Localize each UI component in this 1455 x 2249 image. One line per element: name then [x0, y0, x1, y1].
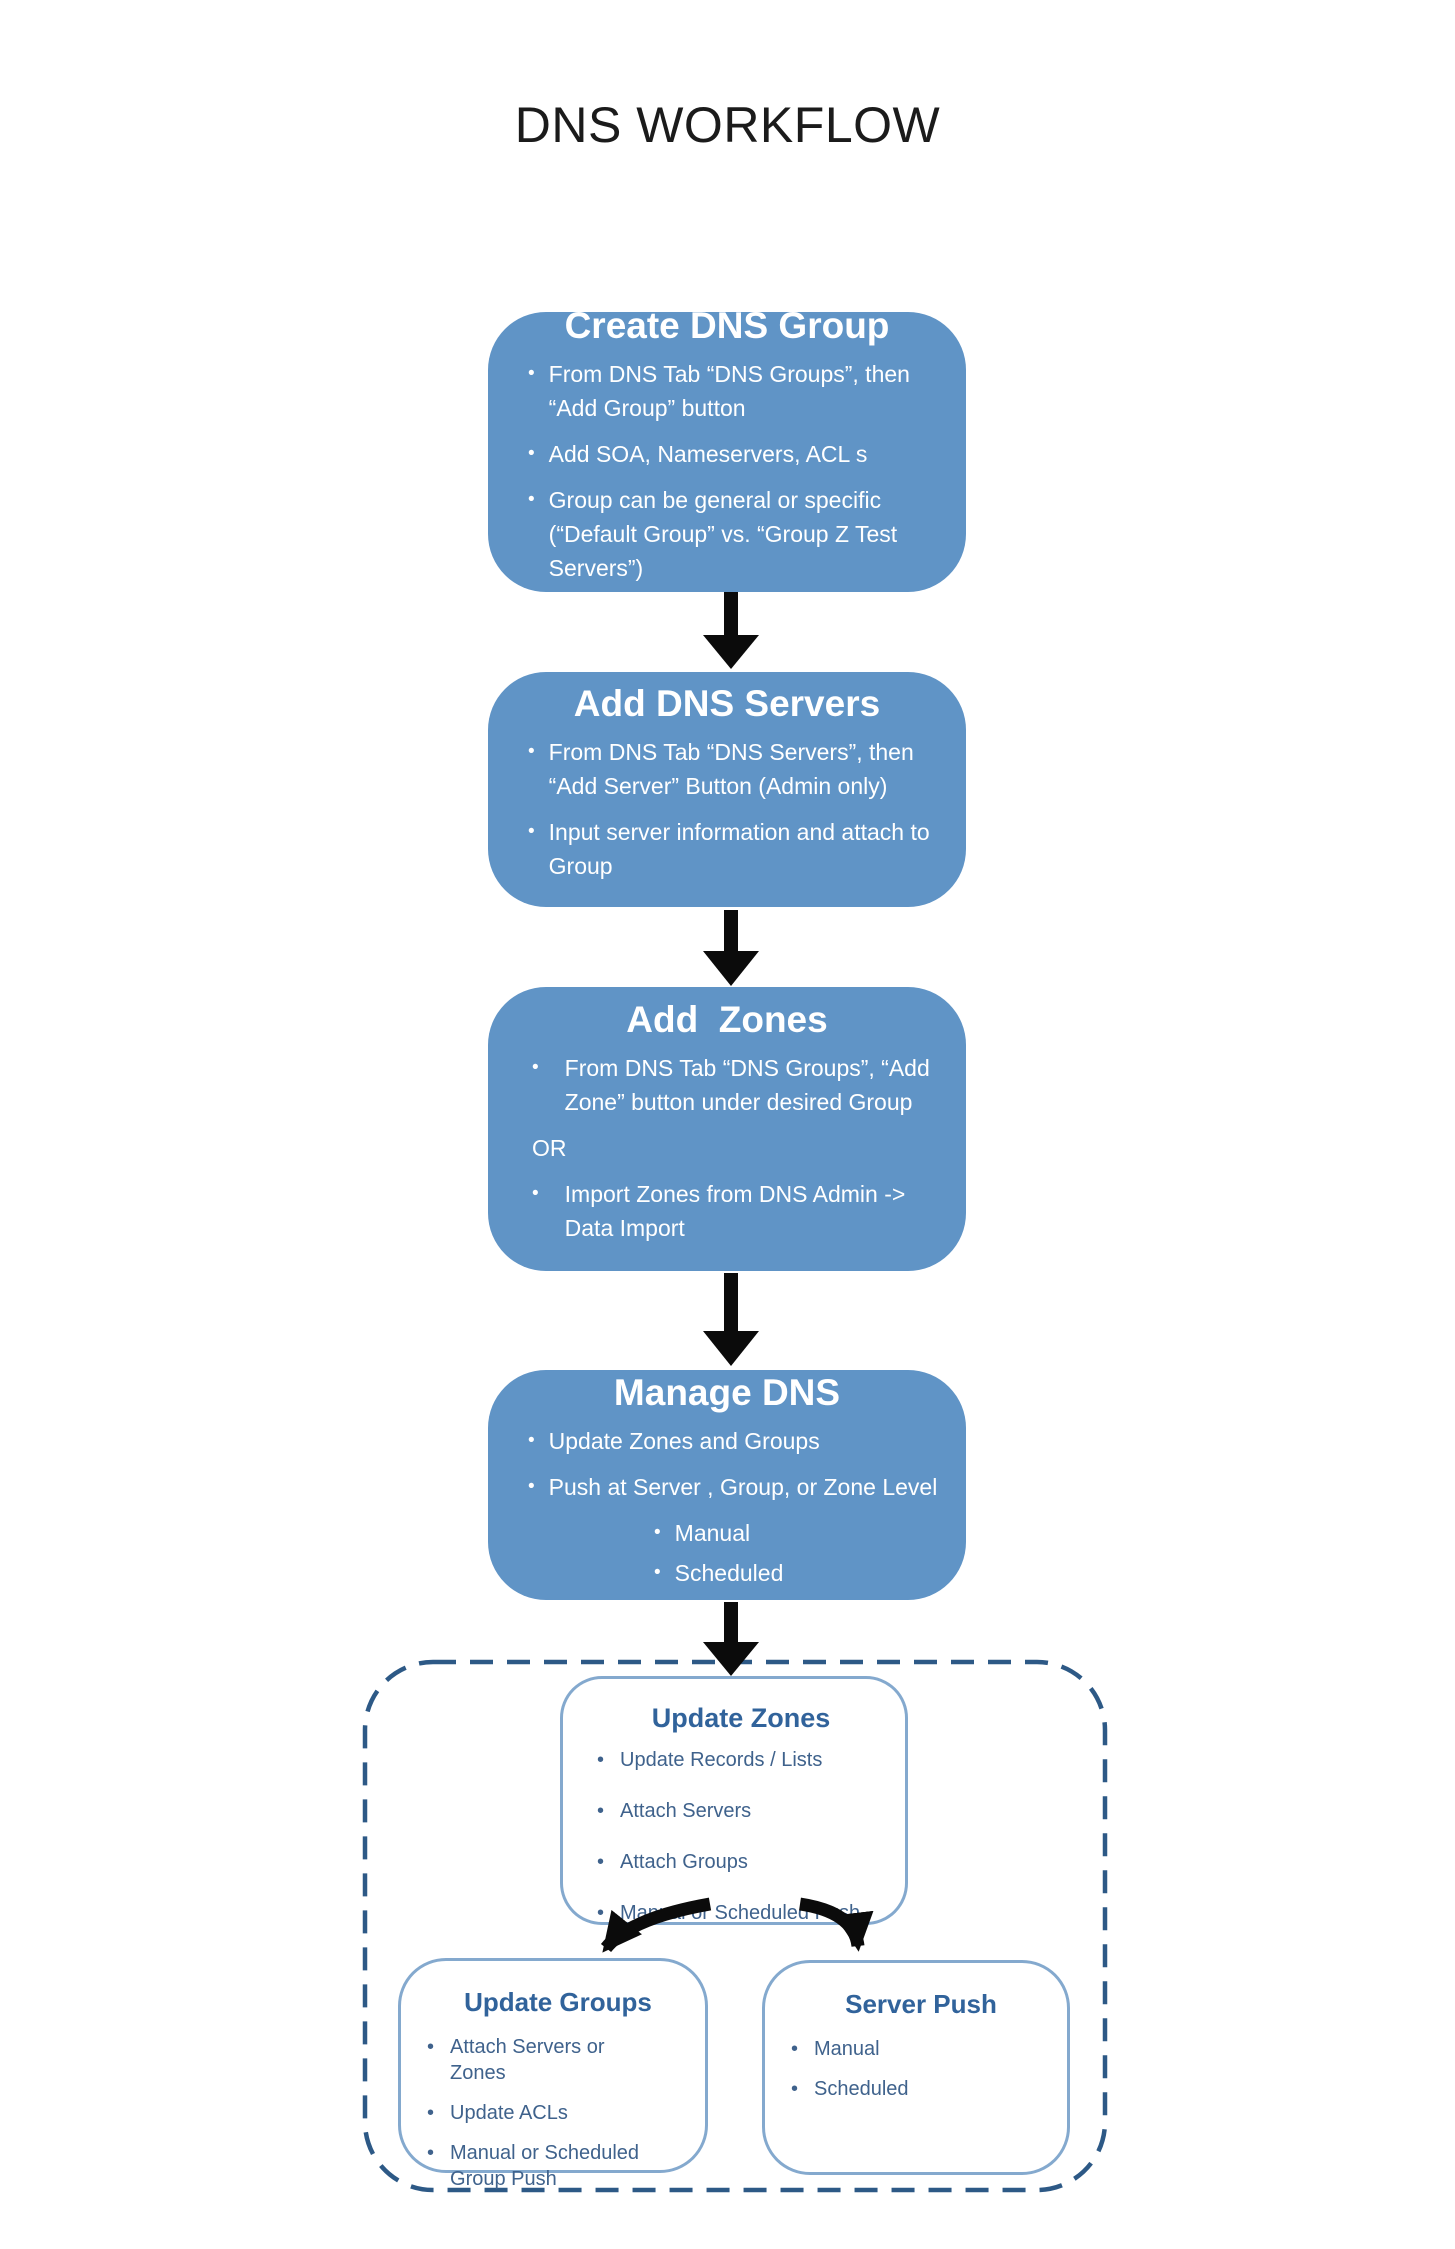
bullet-item: • Update ACLs: [427, 2100, 689, 2126]
bullet-item: • From DNS Tab “DNS Groups”, “Add Zone” …: [532, 1051, 944, 1119]
detail-box-title: Update Groups: [464, 1987, 652, 2017]
bullet-dot-icon: •: [427, 2102, 435, 2124]
flow-step-bullets: • Update Zones and Groups • Push at Serv…: [506, 1424, 948, 1596]
bullet-text: From DNS Tab “DNS Servers”, then “Add Se…: [548, 738, 914, 799]
bullet-text: Attach Servers: [620, 1800, 752, 1822]
bullet-dot-icon: •: [427, 2142, 435, 2164]
bullet-dot-icon: •: [528, 1430, 535, 1451]
detail-box-title: Update Zones: [651, 1703, 831, 1733]
down-arrow-icon-3: [703, 1273, 759, 1366]
sub-bullet-item: • Scheduled: [654, 1556, 944, 1590]
bullet-dot-icon: •: [654, 1562, 661, 1583]
bullet-item: • Import Zones from DNS Admin -> Data Im…: [532, 1177, 944, 1245]
flow-step-title: Manage DNS: [613, 1372, 841, 1413]
bullet-text: Import Zones from DNS Admin -> Data Impo…: [564, 1181, 906, 1241]
bullet-text: From DNS Tab “DNS Groups”, then “Add Gro…: [548, 361, 910, 421]
detail-box-update-zones: Update Zones • Update Records / Lists • …: [560, 1676, 908, 1925]
bullet-text: Group can be general or specific (“Defau…: [548, 487, 898, 581]
flow-step-bullets: • From DNS Tab “DNS Groups”, then “Add G…: [506, 357, 948, 597]
bullet-dot-icon: •: [528, 363, 535, 384]
bullet-item: • Manual or Scheduled Group Push: [427, 2140, 689, 2192]
bullet-item: • Push at Server , Group, or Zone Level: [528, 1470, 944, 1504]
bullet-item: • Manual: [791, 2036, 1051, 2062]
bullet-dot-icon: •: [597, 1800, 605, 1822]
flow-step-title: Add Zones: [626, 999, 828, 1040]
bullet-text: Update ACLs: [450, 2102, 568, 2124]
bullet-dot-icon: •: [528, 1476, 535, 1497]
bullet-text: Input server information and attach to G…: [548, 818, 930, 879]
bullet-dot-icon: •: [528, 489, 535, 510]
bullet-text: Attach Groups: [620, 1851, 748, 1873]
flow-step-add-zones: Add Zones • From DNS Tab “DNS Groups”, “…: [488, 987, 966, 1271]
bullet-item: • Group can be general or specific (“Def…: [528, 483, 944, 585]
bullet-dot-icon: •: [532, 1057, 539, 1078]
bullet-item: • Update Records / Lists: [597, 1748, 885, 1773]
bullet-item: • Input server information and attach to…: [528, 815, 944, 883]
flow-step-add-dns-servers: Add DNS Servers • From DNS Tab “DNS Serv…: [488, 672, 966, 907]
flow-step-bullets: • From DNS Tab “DNS Groups”, “Add Zone” …: [506, 1051, 948, 1257]
detail-box-title: Server Push: [845, 1989, 997, 2019]
bullet-text: From DNS Tab “DNS Groups”, “Add Zone” bu…: [564, 1055, 930, 1115]
detail-box-update-groups: Update Groups • Attach Servers or Zones …: [398, 1958, 708, 2190]
down-arrow-icon-1: [703, 592, 759, 669]
bullet-dot-icon: •: [791, 2078, 799, 2100]
bullet-text: Manual or Scheduled Group Push: [450, 2142, 640, 2190]
bullet-item: • Attach Groups: [597, 1850, 885, 1875]
bullet-item: • Add SOA, Nameservers, ACL s: [528, 437, 944, 471]
flow-step-title: Create DNS Group: [564, 305, 890, 346]
bullet-item: • Attach Servers or Zones: [427, 2034, 689, 2086]
bullet-dot-icon: •: [532, 1183, 539, 1204]
bullet-dot-icon: •: [597, 1902, 605, 1924]
bullet-text: Manual: [674, 1520, 751, 1546]
bullet-text: Manual or Scheduled Push: [620, 1902, 861, 1924]
bullet-text: Update Zones and Groups: [548, 1428, 820, 1454]
bullet-item: • Scheduled: [791, 2076, 1051, 2102]
bullet-dot-icon: •: [528, 443, 535, 464]
bullet-item: • Attach Servers: [597, 1799, 885, 1824]
bullet-dot-icon: •: [528, 740, 535, 762]
bullet-item: • Manual or Scheduled Push: [597, 1901, 885, 1926]
bullet-dot-icon: •: [654, 1522, 661, 1543]
bullet-dot-icon: •: [597, 1851, 605, 1873]
flow-step-manage-dns: Manage DNS • Update Zones and Groups • P…: [488, 1370, 966, 1600]
sub-bullet-item: • Manual: [654, 1516, 944, 1550]
flow-step-title: Add DNS Servers: [573, 682, 881, 724]
bullet-dot-icon: •: [528, 820, 535, 842]
detail-box-server-push: Server Push • Manual • Scheduled: [762, 1960, 1070, 2175]
bullet-text: Update Records / Lists: [620, 1749, 823, 1771]
bullet-dot-icon: •: [427, 2036, 435, 2058]
or-connector-label: OR: [532, 1135, 567, 1161]
down-arrow-icon-2: [703, 910, 759, 986]
bullet-text: Scheduled: [674, 1560, 784, 1586]
bullet-text: Attach Servers or Zones: [450, 2036, 605, 2084]
bullet-dot-icon: •: [597, 1749, 605, 1771]
bullet-text: Scheduled: [814, 2078, 909, 2100]
bullet-text: Push at Server , Group, or Zone Level: [548, 1474, 938, 1500]
bullet-item: • From DNS Tab “DNS Servers”, then “Add …: [528, 735, 944, 803]
bullet-dot-icon: •: [791, 2038, 799, 2060]
bullet-item: • Update Zones and Groups: [528, 1424, 944, 1458]
down-arrow-icon-4: [703, 1602, 759, 1676]
page-title: DNS WORKFLOW: [514, 97, 941, 153]
flow-step-create-dns-group: Create DNS Group • From DNS Tab “DNS Gro…: [488, 305, 966, 592]
flow-step-sub-bullets: • Manual • Scheduled: [654, 1516, 944, 1590]
bullet-text: Manual: [814, 2038, 880, 2060]
flow-step-bullets: • From DNS Tab “DNS Servers”, then “Add …: [506, 735, 948, 895]
bullet-item: • From DNS Tab “DNS Groups”, then “Add G…: [528, 357, 944, 425]
bullet-text: Add SOA, Nameservers, ACL s: [548, 441, 868, 467]
